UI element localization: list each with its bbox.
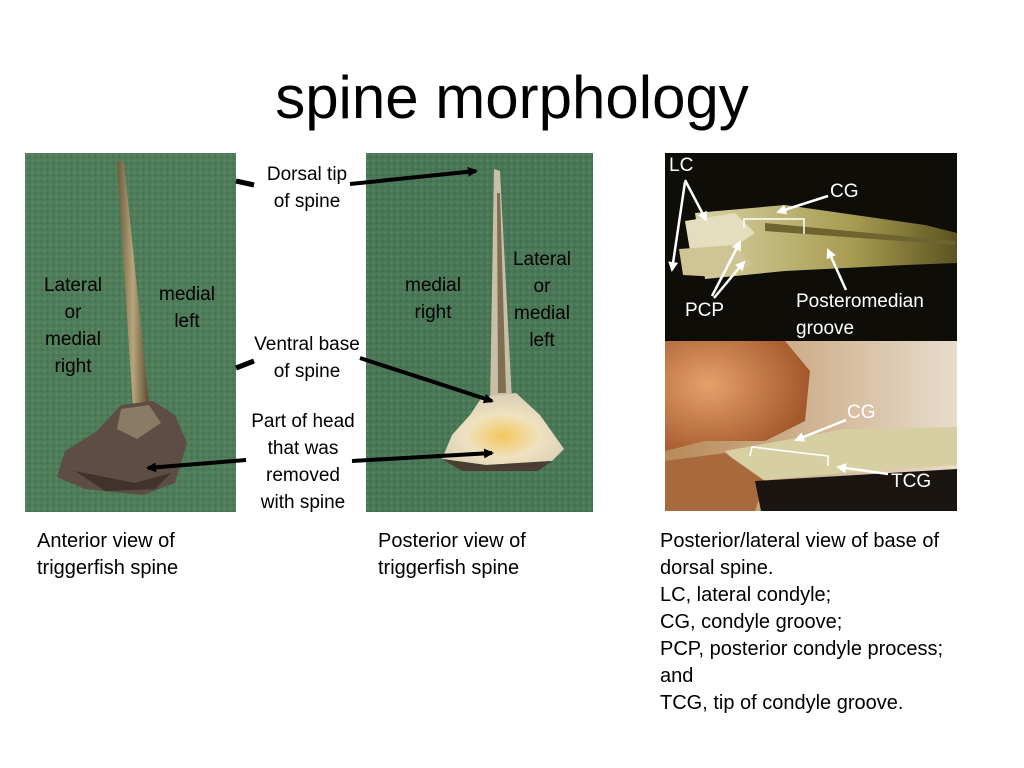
photo1-label-lateral-or-medial-right: Lateral or medial right bbox=[43, 275, 103, 377]
label-dorsal-tip: Dorsal tip of spine bbox=[266, 164, 348, 212]
label-cg-bottom: CG bbox=[847, 402, 876, 423]
caption-posterior-lateral-view: Posterior/lateral view of base of dorsal… bbox=[660, 530, 944, 714]
label-cg-top: CG bbox=[830, 181, 859, 202]
caption-posterior-view: Posterior view of triggerfish spine bbox=[378, 530, 526, 579]
label-lc: LC bbox=[669, 155, 694, 176]
photo1-label-medial-left: medial left bbox=[159, 284, 215, 332]
label-pcp: PCP bbox=[685, 300, 725, 321]
label-head-part: Part of head that was removed with spine bbox=[251, 411, 355, 513]
caption-anterior-view: Anterior view of triggerfish spine bbox=[37, 530, 179, 579]
photo2-label-medial-right: medial right bbox=[405, 275, 461, 323]
label-tcg: TCG bbox=[891, 471, 932, 492]
photo2-label-lateral-or-medial-left: Lateral or medial left bbox=[512, 249, 572, 351]
label-posteromedian-groove: Posteromedian groove bbox=[796, 291, 924, 339]
slide-title: spine morphology bbox=[275, 64, 749, 131]
label-ventral-base: Ventral base of spine bbox=[254, 334, 360, 382]
